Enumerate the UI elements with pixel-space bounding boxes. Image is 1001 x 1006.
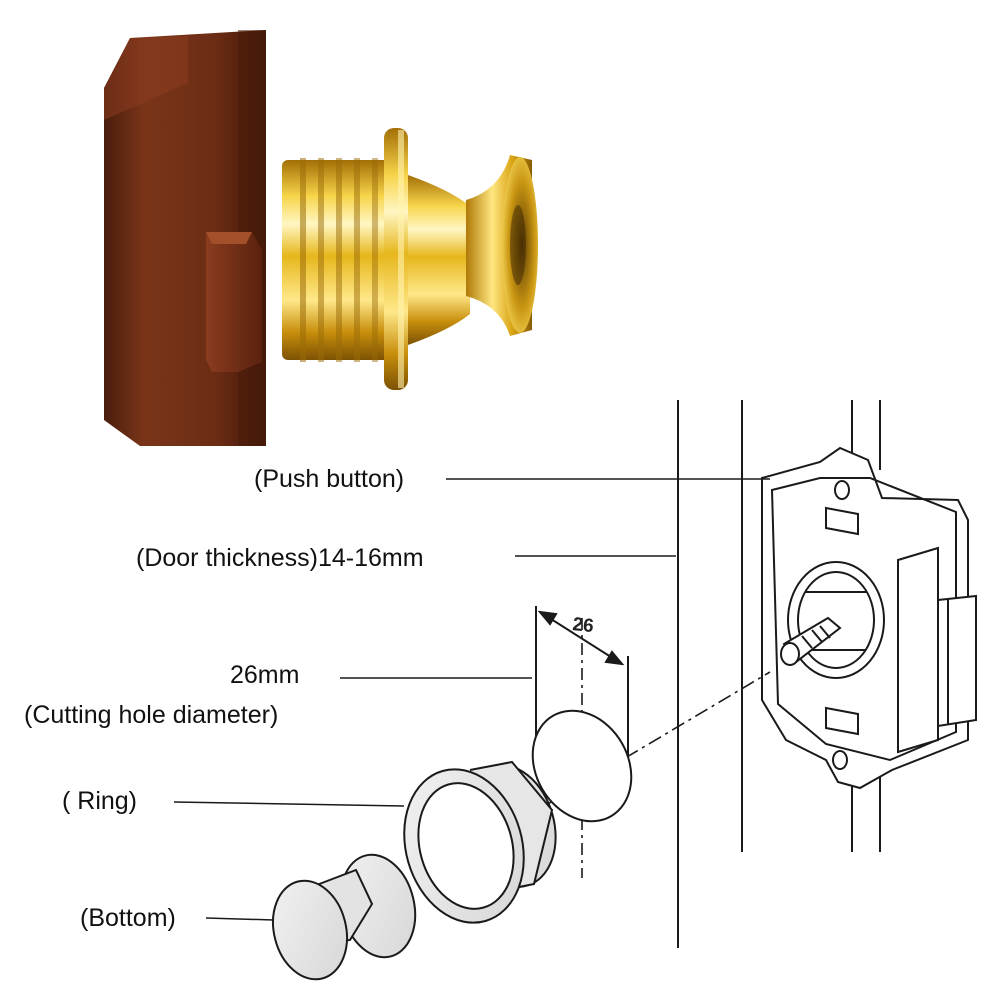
boss-cross [806, 591, 866, 651]
mount-hole-bottom [832, 750, 848, 770]
dimension-arrow-right [604, 650, 625, 666]
thread-4 [354, 158, 360, 362]
thread-1 [300, 158, 306, 362]
dimension-line [539, 611, 623, 665]
technical-drawing [173, 400, 977, 981]
button-face [272, 879, 348, 981]
ring-inner [417, 782, 515, 910]
label-hole-caption: (Cutting hole diameter) [24, 701, 279, 729]
shaft-grooves [801, 625, 831, 649]
thread-5 [372, 158, 378, 362]
boss-inner [797, 571, 875, 669]
brass-flange [384, 128, 408, 390]
side-latch [937, 594, 977, 728]
clip-top [825, 506, 859, 536]
label-push-button: (Push button) [254, 465, 405, 493]
thread-3 [336, 158, 342, 362]
dimension-label: 26 [571, 614, 594, 637]
lock-housing [761, 446, 969, 790]
side-tab-top [206, 232, 252, 244]
clip-bottom [825, 706, 859, 736]
thread-2 [318, 158, 324, 362]
mount-hole-top [834, 480, 850, 500]
hole-outline [531, 709, 633, 823]
side-tab [206, 232, 262, 372]
shaft-tip [780, 642, 800, 666]
leader-ring [173, 801, 405, 807]
lock-housing-inner [770, 477, 957, 762]
dimension-arrow-left [537, 610, 558, 626]
leader-bottom [205, 917, 275, 921]
flange-highlight [398, 130, 404, 388]
lock-body-bevel [104, 36, 188, 120]
button-neck [408, 175, 470, 345]
label-door-thickness: (Door thickness)14-16mm [136, 544, 424, 572]
label-ring: ( Ring) [62, 787, 138, 815]
product-photo [104, 30, 538, 446]
boss-outer [787, 561, 885, 679]
button-cap-center [510, 205, 526, 285]
label-bottom: (Bottom) [80, 904, 176, 932]
housing-side [897, 546, 939, 754]
label-hole-size: 26mm [230, 661, 300, 689]
